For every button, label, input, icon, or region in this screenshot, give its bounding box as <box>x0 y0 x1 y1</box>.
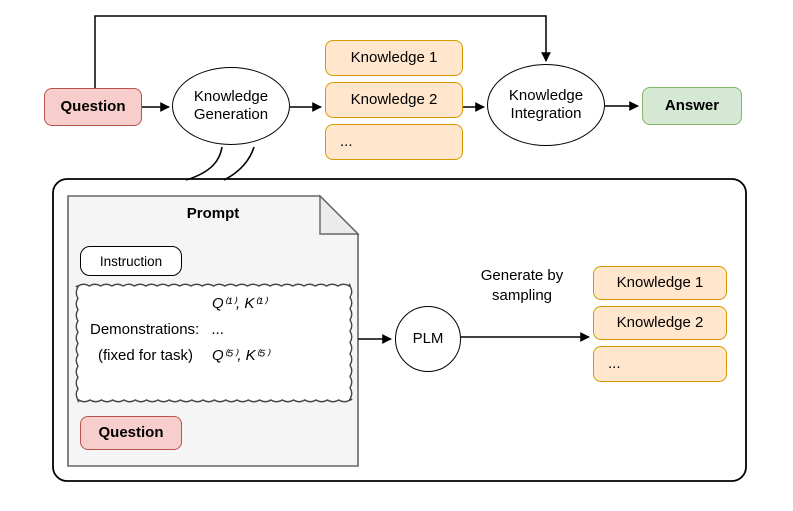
example-q1-k1: Q⁽¹⁾, K⁽¹⁾ <box>212 295 267 312</box>
instruction-box: Instruction <box>80 246 182 276</box>
detail-knowledge-1-node: Knowledge 1 <box>593 266 727 300</box>
detail-knowledge-2-node: Knowledge 2 <box>593 306 727 340</box>
knowledge-2-node: Knowledge 2 <box>325 82 463 118</box>
example-q5-k5: Q⁽⁵⁾, K⁽⁵⁾ <box>212 347 270 364</box>
knowledge-generation-node: Knowledge Generation <box>172 67 290 145</box>
generate-by-sampling-label: Generate by sampling <box>480 267 564 304</box>
detail-knowledge-ellipsis-node: ... <box>593 346 727 382</box>
callout-tail-right <box>223 146 255 181</box>
demonstrations-box <box>75 283 353 403</box>
fixed-for-task-label: (fixed for task) <box>98 347 194 364</box>
plm-node: PLM <box>395 306 461 372</box>
example-ellipsis: ... <box>212 321 225 338</box>
prompt-question-node: Question <box>80 416 182 450</box>
prompt-panel-fold <box>319 194 360 235</box>
arrow-question-to-integration <box>94 15 551 88</box>
knowledge-1-node: Knowledge 1 <box>325 40 463 76</box>
callout-tail-left <box>185 146 223 181</box>
prompt-title: Prompt <box>186 205 240 222</box>
knowledge-ellipsis-node: ... <box>325 124 463 160</box>
demonstrations-label: Demonstrations: <box>90 321 200 338</box>
answer-node: Answer <box>642 87 742 125</box>
knowledge-integration-node: Knowledge Integration <box>487 64 605 146</box>
question-node: Question <box>44 88 142 126</box>
